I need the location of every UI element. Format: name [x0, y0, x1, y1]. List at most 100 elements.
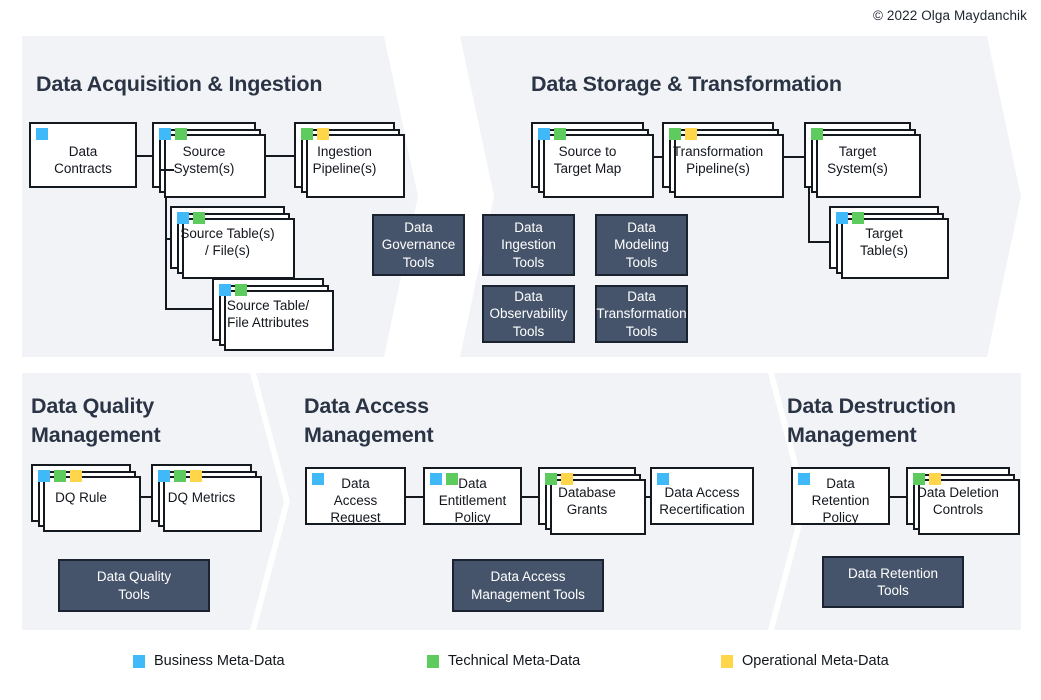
chip-technical-icon: [301, 128, 313, 140]
entity-transformation-pipelines[interactable]: Transformation Pipeline(s): [662, 122, 784, 198]
chip-business-icon: [36, 128, 48, 140]
copyright-notice: © 2022 Olga Maydanchik: [873, 8, 1027, 23]
metadata-chips: [545, 473, 573, 485]
tool-data-access-management[interactable]: Data Access Management Tools: [452, 559, 604, 612]
entity-label: Database Grants: [558, 484, 616, 517]
panel-title-data-destruction: Data Destruction Management: [787, 394, 956, 447]
chip-operational-icon: [561, 473, 573, 485]
entity-database-grants[interactable]: Database Grants: [538, 467, 646, 535]
legend-label: Operational Meta-Data: [742, 653, 889, 669]
entity-label: Data Access Recertification: [659, 484, 745, 517]
metadata-chips: [36, 128, 48, 140]
entity-label: Ingestion Pipeline(s): [312, 143, 377, 176]
tool-data-modeling[interactable]: Data Modeling Tools: [595, 214, 688, 276]
metadata-chips: [177, 212, 205, 224]
connector-transformation-to-target: [772, 156, 806, 159]
entity-label: Data Deletion Controls: [917, 484, 999, 517]
chip-operational-icon: [70, 470, 82, 482]
connector-tables-to-attributes: [165, 308, 215, 311]
entity-label: Data Retention Policy: [811, 476, 870, 525]
chip-business-icon: [430, 473, 442, 485]
connector-entitlement-to-grants: [521, 496, 539, 499]
metadata-chips: [913, 473, 941, 485]
chip-business-icon: [38, 470, 50, 482]
legend-swatch-technical-icon: [427, 654, 439, 668]
tool-data-observability[interactable]: Data Observability Tools: [482, 285, 575, 343]
dash-marker-icon: [161, 168, 174, 171]
chip-technical-icon: [54, 470, 66, 482]
entity-source-tables[interactable]: Source Table(s) / File(s): [170, 206, 295, 279]
entity-data-retention-policy[interactable]: Data Retention Policy: [791, 467, 890, 525]
metadata-chips: [669, 128, 697, 140]
chip-technical-icon: [669, 128, 681, 140]
legend-label: Business Meta-Data: [154, 653, 285, 669]
entity-label: Data Entitlement Policy: [438, 476, 507, 525]
chip-technical-icon: [235, 284, 247, 296]
chip-technical-icon: [193, 212, 205, 224]
connector-tables-down: [165, 238, 168, 310]
entity-data-deletion-controls[interactable]: Data Deletion Controls: [906, 467, 1020, 535]
chip-business-icon: [159, 128, 171, 140]
connector-contracts-to-source: [135, 155, 156, 158]
chip-technical-icon: [913, 473, 925, 485]
tool-data-ingestion[interactable]: Data Ingestion Tools: [482, 214, 575, 276]
tool-data-transformation[interactable]: Data Transformation Tools: [595, 285, 688, 343]
chip-technical-icon: [174, 470, 186, 482]
chip-technical-icon: [554, 128, 566, 140]
connector-source-to-ingestion: [254, 155, 296, 158]
entity-source-to-target-map[interactable]: Source to Target Map: [531, 122, 654, 198]
metadata-chips: [219, 284, 247, 296]
legend-item-operational: Operational Meta-Data: [721, 653, 889, 669]
chip-technical-icon: [852, 212, 864, 224]
chip-business-icon: [219, 284, 231, 296]
legend-swatch-operational-icon: [721, 654, 733, 668]
metadata-chips: [38, 470, 82, 482]
chip-operational-icon: [685, 128, 697, 140]
panel-title-data-acquisition: Data Acquisition & Ingestion: [36, 72, 323, 96]
chip-technical-icon: [446, 473, 458, 485]
legend-item-technical: Technical Meta-Data: [427, 653, 580, 669]
chip-business-icon: [177, 212, 189, 224]
entity-source-systems[interactable]: Source System(s): [152, 122, 266, 198]
legend-label: Technical Meta-Data: [448, 653, 581, 669]
chip-business-icon: [836, 212, 848, 224]
tool-data-governance[interactable]: Data Governance Tools: [372, 214, 465, 276]
panel-title-data-storage: Data Storage & Transformation: [531, 72, 842, 96]
connector-source-down: [165, 185, 168, 240]
entity-ingestion-pipelines[interactable]: Ingestion Pipeline(s): [294, 122, 405, 198]
entity-label: DQ Rule: [55, 490, 107, 505]
entity-label: Source Table(s) / File(s): [180, 226, 275, 258]
chip-technical-icon: [545, 473, 557, 485]
entity-data-access-recertification[interactable]: Data Access Recertification: [650, 467, 754, 525]
chip-business-icon: [657, 473, 669, 485]
entity-dq-metrics[interactable]: DQ Metrics: [151, 464, 262, 532]
entity-data-contracts[interactable]: Data Contracts: [29, 122, 137, 188]
entity-source-table-attributes[interactable]: Source Table/ File Attributes: [212, 278, 334, 351]
tool-data-retention[interactable]: Data Retention Tools: [822, 556, 964, 608]
entity-label: Source System(s): [173, 143, 235, 176]
entity-target-tables[interactable]: Target Table(s): [829, 206, 949, 279]
chip-business-icon: [312, 473, 324, 485]
metadata-chips: [159, 128, 187, 140]
tool-data-quality[interactable]: Data Quality Tools: [58, 559, 210, 612]
chip-technical-icon: [175, 128, 187, 140]
entity-data-entitlement-policy[interactable]: Data Entitlement Policy: [423, 467, 522, 525]
legend-swatch-business-icon: [133, 654, 145, 668]
entity-target-systems[interactable]: Target System(s): [804, 122, 921, 198]
chip-operational-icon: [190, 470, 202, 482]
legend-item-business: Business Meta-Data: [133, 653, 285, 669]
chip-operational-icon: [929, 473, 941, 485]
chip-operational-icon: [317, 128, 329, 140]
entity-label: Target System(s): [827, 143, 888, 176]
metadata-chips: [430, 473, 458, 485]
entity-label: DQ Metrics: [167, 490, 236, 505]
connector-request-to-entitlement: [406, 496, 425, 499]
entity-dq-rule[interactable]: DQ Rule: [31, 464, 141, 532]
metadata-chips: [538, 128, 566, 140]
entity-data-access-request[interactable]: Data Access Request: [305, 467, 406, 525]
chip-business-icon: [158, 470, 170, 482]
chip-business-icon: [538, 128, 550, 140]
chip-technical-icon: [811, 128, 823, 140]
connector-dqrule-to-dqmetrics: [131, 496, 153, 499]
